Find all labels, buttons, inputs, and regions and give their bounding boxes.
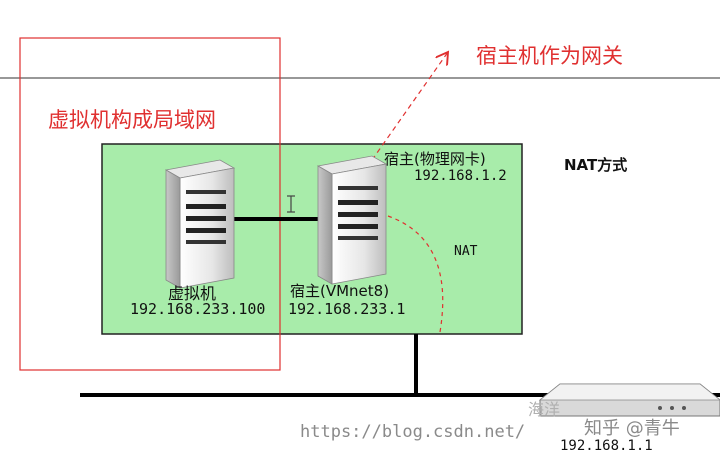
watermark-zhihu: 知乎 @青牛 <box>584 418 680 439</box>
watermark-partial: 海洋 <box>528 400 561 419</box>
router-icon <box>538 383 720 417</box>
router-ip: 192.168.1.1 <box>560 438 653 454</box>
cursor-icon <box>287 195 295 213</box>
host-vmnet-ip: 192.168.233.1 <box>288 300 406 318</box>
vm-ip: 192.168.233.100 <box>130 300 266 318</box>
gateway-annotation: 宿主机作为网关 <box>476 44 623 68</box>
watermark-url: https://blog.csdn.net/ <box>300 422 526 442</box>
vm-highlight-box <box>19 37 281 371</box>
host-physical-name: 宿主(物理网卡) <box>384 150 486 168</box>
nat-label: NAT <box>454 244 478 259</box>
vm-name: 虚拟机 <box>168 284 217 303</box>
nat-mode-title: NAT方式 <box>564 156 628 174</box>
vm-server-icon <box>164 159 236 289</box>
host-server-icon <box>316 155 388 285</box>
host-physical-ip: 192.168.1.2 <box>414 168 507 184</box>
lan-annotation: 虚拟机构成局域网 <box>48 108 216 132</box>
gateway-arrow <box>371 52 448 161</box>
host-vmnet-name: 宿主(VMnet8) <box>290 282 390 300</box>
